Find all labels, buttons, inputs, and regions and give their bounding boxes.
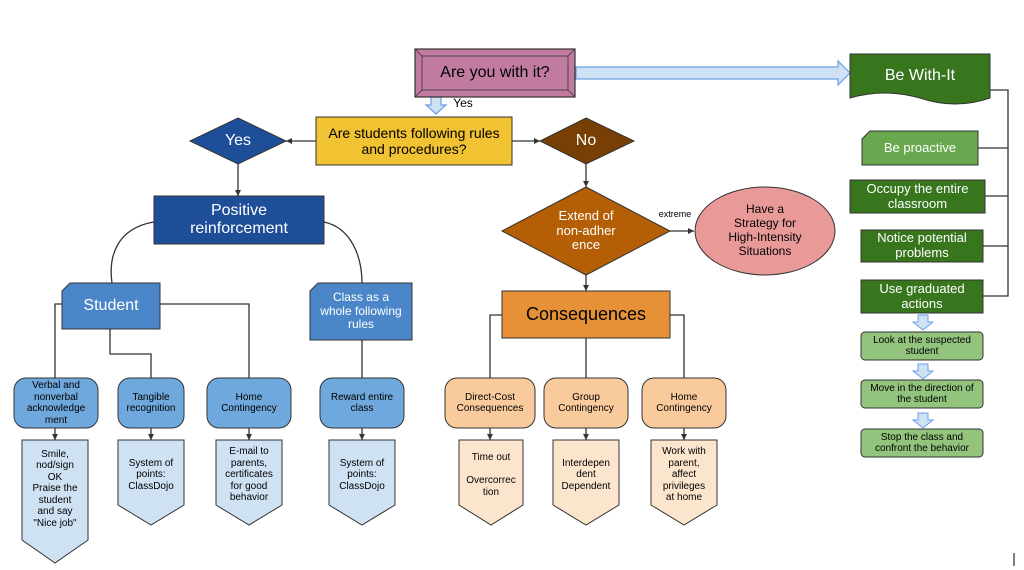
connector-use [983, 148, 1009, 297]
tangible-recognition-box [117, 377, 185, 429]
consequences-text: Consequences [525, 304, 647, 325]
arrowhead-no [534, 138, 540, 144]
no-diamond [538, 117, 636, 165]
arrowhead-group-detail [583, 434, 589, 440]
step-look-text: Look at the suspected student [873, 334, 971, 358]
home-detail-text: E-mail to parents, certificates for good… [225, 446, 273, 504]
use-graduated-actions-box [860, 279, 984, 314]
home-neg-detail-text: Work with parent, affect privileges at h… [662, 446, 706, 504]
home-contingency-text: Home Contingency [221, 391, 277, 415]
connector-student-verbal [54, 303, 62, 378]
direct-cost-detail-box [458, 439, 524, 526]
step-move-text: Move in the direction of the student [870, 382, 974, 406]
yes-text: Yes [224, 131, 252, 149]
question-box [414, 48, 576, 98]
rules-question-box [315, 116, 513, 166]
verbal-detail-text: Smile, nod/sign OK Praise the student an… [32, 448, 78, 529]
arrowhead-home2-detail [681, 434, 687, 440]
arrowhead-home-detail [246, 434, 252, 440]
student-text: Student [83, 296, 139, 314]
strategy-text: Have a Strategy for High-Intensity Situa… [728, 202, 802, 258]
step-move-box [860, 379, 984, 409]
connector-student-tangible [109, 329, 152, 378]
be-proactive-box [861, 130, 979, 166]
arrowhead-verbal-detail [52, 434, 58, 440]
be-with-it-banner [849, 53, 991, 105]
rules-question-text: Are students following rules and procedu… [328, 124, 500, 157]
connector-cons-home [670, 314, 685, 378]
arrow-down-step3 [911, 412, 935, 429]
home-contingency-box [206, 377, 292, 429]
student-box [61, 282, 161, 330]
class-whole-text: Class as a whole following rules [320, 289, 402, 332]
arrow-down-step1 [911, 314, 935, 331]
arrowhead-tangible-detail [148, 434, 154, 440]
class-whole-box [309, 282, 413, 341]
connector-student-home [160, 303, 250, 378]
verbal-detail-box [21, 439, 89, 564]
positive-reinforcement-text: Positive reinforcement [190, 201, 288, 237]
arrowhead-consequences [583, 285, 589, 291]
verbal-acknowledgement-text: Verbal and nonverbal acknowledge ment [26, 380, 86, 426]
extent-text: Extend of non-adher ence [556, 207, 616, 253]
reward-entire-class-box [319, 377, 405, 429]
reward-detail-box [328, 439, 396, 526]
extent-diamond [500, 186, 672, 276]
group-contingency-text: Group Contingency [558, 391, 614, 415]
step-stop-text: Stop the class and confront the behavior [875, 431, 969, 455]
step-look-box [860, 331, 984, 361]
no-text: No [575, 131, 597, 149]
arrowhead-extent [583, 181, 589, 187]
tangible-recognition-text: Tangible recognition [126, 391, 176, 415]
occupy-classroom-text: Occupy the entire classroom [866, 180, 969, 211]
connector-withit-proactive [978, 89, 1009, 149]
occupy-classroom-box [849, 179, 986, 214]
notice-problems-text: Notice potential problems [877, 230, 967, 260]
strategy-ellipse [694, 186, 836, 276]
step-stop-box [860, 428, 984, 458]
yes-diamond [188, 117, 288, 165]
direct-cost-text: Direct-Cost Consequences [456, 391, 524, 415]
positive-reinforcement-box [153, 195, 325, 245]
use-graduated-actions-text: Use graduated actions [879, 280, 965, 311]
group-detail-text: Interdepen dent Dependent [561, 457, 611, 492]
arrow-to-be-with-it [575, 59, 851, 87]
home-neg-detail-box [650, 439, 718, 526]
arrow-down-step2 [911, 363, 935, 380]
arrowhead-direct-detail [487, 434, 493, 440]
arrowhead-strategy [688, 228, 694, 234]
home-detail-box [215, 439, 283, 526]
home-contingency-neg-text: Home Contingency [656, 391, 712, 415]
direct-cost-box [444, 377, 536, 429]
be-proactive-text: Be proactive [883, 139, 957, 155]
curve-to-class [323, 221, 363, 284]
arrowhead-yes [286, 138, 292, 144]
notice-problems-box [860, 229, 984, 263]
reward-detail-text: System of points: ClassDojo [339, 457, 385, 492]
direct-cost-detail-text: Time out Overcorrec tion [466, 452, 516, 498]
group-detail-box [552, 439, 620, 526]
tangible-detail-box [117, 439, 185, 526]
arrowhead-positive [235, 190, 241, 196]
extreme-label: extreme [658, 208, 692, 219]
curve-to-student [110, 221, 155, 284]
arrowhead-reward-detail [359, 434, 365, 440]
home-contingency-neg-box [641, 377, 727, 429]
arrow-down-yes [424, 96, 448, 115]
consequences-box [501, 290, 671, 339]
verbal-acknowledgement-box [13, 377, 99, 429]
tangible-detail-text: System of points: ClassDojo [128, 457, 174, 492]
be-with-it-title: Be With-It [884, 66, 956, 84]
yes-label: Yes [453, 96, 473, 111]
connector-cons-direct [489, 314, 502, 378]
group-contingency-box [543, 377, 629, 429]
reward-entire-class-text: Reward entire class [330, 391, 394, 415]
question-text: Are you with it? [440, 63, 550, 81]
